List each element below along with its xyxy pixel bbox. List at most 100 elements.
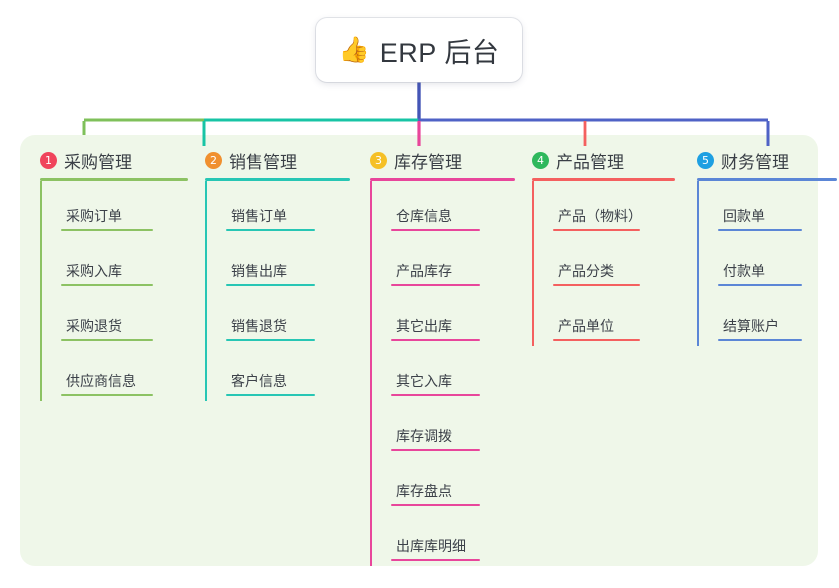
leaf-item-label: 结算账户	[723, 318, 779, 334]
leaf-item[interactable]: 采购订单	[40, 181, 188, 236]
leaf-item-label: 采购订单	[66, 208, 122, 224]
diagram-panel	[20, 135, 818, 566]
leaf-item[interactable]: 产品分类	[532, 236, 675, 291]
branch-number-badge: 2	[205, 151, 222, 169]
branch-stem-line	[697, 181, 699, 346]
leaf-item-underline	[226, 229, 315, 231]
branch-number-badge: 5	[697, 151, 714, 169]
branch-children: 采购订单采购入库采购退货供应商信息	[40, 181, 188, 401]
branch-children: 销售订单销售出库销售退货客户信息	[205, 181, 350, 401]
leaf-item-underline	[61, 229, 153, 231]
branch-stem-line	[532, 181, 534, 346]
leaf-item[interactable]: 供应商信息	[40, 346, 188, 401]
leaf-item-underline	[718, 284, 802, 286]
leaf-item-underline	[391, 284, 480, 286]
branch-title: 财务管理	[721, 152, 789, 172]
branch-underline	[40, 178, 188, 181]
leaf-item-label: 产品（物料）	[558, 208, 642, 224]
leaf-item-label: 仓库信息	[396, 208, 452, 224]
leaf-item-underline	[391, 559, 480, 561]
leaf-item-underline	[718, 229, 802, 231]
leaf-item-label: 产品单位	[558, 318, 614, 334]
leaf-item-underline	[391, 339, 480, 341]
branch-stem-line	[205, 181, 207, 401]
branch-underline	[205, 178, 350, 181]
branch-header-1[interactable]: 1 采购管理	[40, 147, 188, 173]
leaf-item[interactable]: 付款单	[697, 236, 837, 291]
leaf-item-underline	[61, 339, 153, 341]
branch-header-2[interactable]: 2 销售管理	[205, 147, 350, 173]
leaf-item[interactable]: 产品单位	[532, 291, 675, 346]
branch-title: 产品管理	[556, 152, 624, 172]
leaf-item-underline	[226, 394, 315, 396]
leaf-item[interactable]: 销售出库	[205, 236, 350, 291]
leaf-item-underline	[61, 394, 153, 396]
leaf-item-label: 客户信息	[231, 373, 287, 389]
leaf-item[interactable]: 产品库存	[370, 236, 515, 291]
leaf-item-label: 采购入库	[66, 263, 122, 279]
leaf-item-label: 销售订单	[231, 208, 287, 224]
branch-children: 产品（物料） 产品分类产品单位	[532, 181, 675, 346]
leaf-item-underline	[61, 284, 153, 286]
branch-column-5: 5 财务管理回款单付款单结算账户	[697, 147, 837, 346]
leaf-item-underline	[553, 339, 640, 341]
branch-title: 销售管理	[229, 152, 297, 172]
branch-column-4: 4 产品管理产品（物料） 产品分类产品单位	[532, 147, 675, 346]
branch-number-badge: 4	[532, 151, 549, 169]
leaf-item[interactable]: 出库库明细	[370, 511, 515, 566]
leaf-item-underline	[226, 339, 315, 341]
leaf-item-underline	[391, 504, 480, 506]
root-title: ERP 后台	[379, 37, 500, 68]
leaf-item-underline	[391, 394, 480, 396]
root-node[interactable]: 👍 ERP 后台	[316, 18, 522, 82]
leaf-item-label: 其它出库	[396, 318, 452, 334]
branch-underline	[370, 178, 515, 181]
leaf-item-label: 库存调拨	[396, 428, 452, 444]
leaf-item-label: 其它入库	[396, 373, 452, 389]
leaf-item-underline	[718, 339, 802, 341]
branch-column-1: 1 采购管理采购订单采购入库采购退货供应商信息	[40, 147, 188, 401]
branch-number-badge: 1	[40, 151, 57, 169]
branch-stem-line	[370, 181, 372, 566]
leaf-item-underline	[553, 229, 640, 231]
branch-title: 库存管理	[394, 152, 462, 172]
branch-header-4[interactable]: 4 产品管理	[532, 147, 675, 173]
leaf-item-label: 销售出库	[231, 263, 287, 279]
leaf-item-underline	[553, 284, 640, 286]
leaf-item[interactable]: 回款单	[697, 181, 837, 236]
leaf-item-label: 付款单	[723, 263, 765, 279]
branch-title: 采购管理	[64, 152, 132, 172]
branch-number-badge: 3	[370, 151, 387, 169]
branch-underline	[532, 178, 675, 181]
leaf-item[interactable]: 客户信息	[205, 346, 350, 401]
leaf-item-label: 回款单	[723, 208, 765, 224]
leaf-item-label: 库存盘点	[396, 483, 452, 499]
leaf-item[interactable]: 销售退货	[205, 291, 350, 346]
branch-header-3[interactable]: 3 库存管理	[370, 147, 515, 173]
branch-children: 仓库信息产品库存其它出库其它入库库存调拨库存盘点出库库明细	[370, 181, 515, 566]
branch-children: 回款单付款单结算账户	[697, 181, 837, 346]
thumbs-up-icon: 👍	[338, 35, 370, 64]
leaf-item[interactable]: 库存调拨	[370, 401, 515, 456]
leaf-item[interactable]: 其它出库	[370, 291, 515, 346]
leaf-item[interactable]: 结算账户	[697, 291, 837, 346]
leaf-item[interactable]: 采购退货	[40, 291, 188, 346]
leaf-item-underline	[391, 229, 480, 231]
leaf-item[interactable]: 销售订单	[205, 181, 350, 236]
leaf-item[interactable]: 库存盘点	[370, 456, 515, 511]
leaf-item[interactable]: 产品（物料）	[532, 181, 675, 236]
leaf-item-underline	[391, 449, 480, 451]
branch-header-5[interactable]: 5 财务管理	[697, 147, 837, 173]
leaf-item[interactable]: 采购入库	[40, 236, 188, 291]
branch-column-2: 2 销售管理销售订单销售出库销售退货客户信息	[205, 147, 350, 401]
branch-column-3: 3 库存管理仓库信息产品库存其它出库其它入库库存调拨库存盘点出库库明细	[370, 147, 515, 566]
leaf-item-label: 采购退货	[66, 318, 122, 334]
branch-stem-line	[40, 181, 42, 401]
leaf-item[interactable]: 仓库信息	[370, 181, 515, 236]
leaf-item-label: 供应商信息	[66, 373, 136, 389]
leaf-item-label: 出库库明细	[396, 538, 466, 554]
leaf-item-underline	[226, 284, 315, 286]
leaf-item[interactable]: 其它入库	[370, 346, 515, 401]
leaf-item-label: 产品分类	[558, 263, 614, 279]
